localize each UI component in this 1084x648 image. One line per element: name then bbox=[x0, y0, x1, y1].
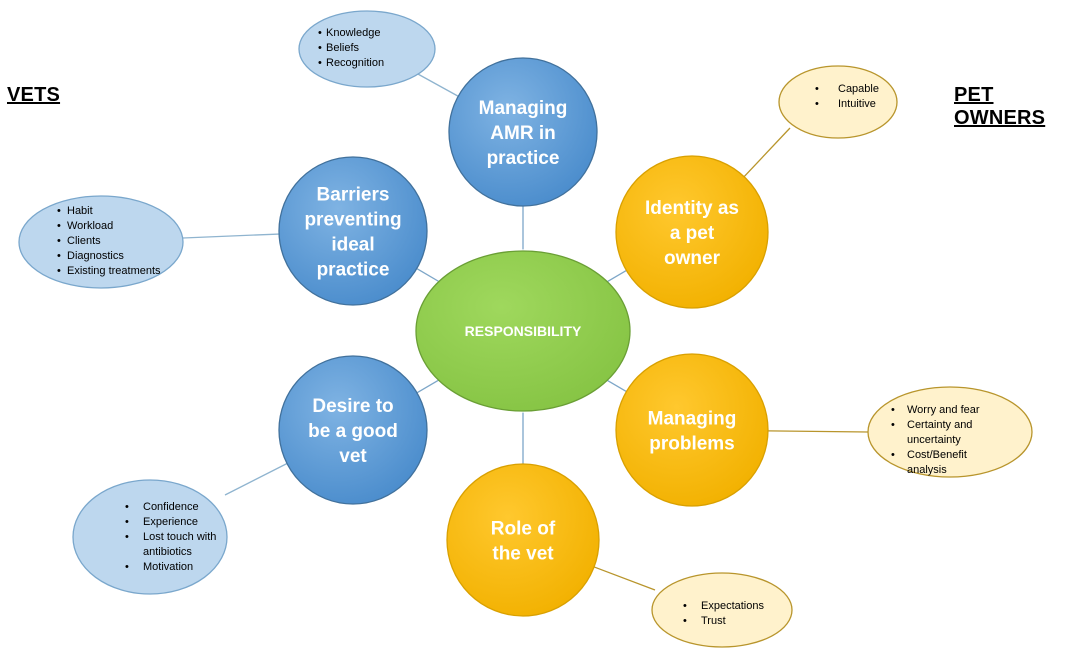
theme-title-line: owner bbox=[664, 248, 721, 269]
subtheme-item: Existing treatments bbox=[67, 265, 161, 277]
theme-title-line: problems bbox=[649, 434, 735, 455]
subtheme-item: Workload bbox=[67, 220, 113, 232]
bullet-dot: • bbox=[318, 57, 322, 69]
theme-title-line: Role of bbox=[491, 519, 556, 540]
subtheme-bubble-role-of-vet: • Expectations • Trust bbox=[651, 572, 793, 648]
bullet-dot: • bbox=[125, 501, 129, 513]
center-node: RESPONSIBILITY bbox=[415, 250, 631, 412]
bullet-dot: • bbox=[815, 98, 819, 110]
bubble-connector-role-of-vet bbox=[593, 566, 656, 591]
theme-title-line: ideal bbox=[331, 235, 374, 256]
bullet-dot: • bbox=[57, 250, 61, 262]
subtheme-item: Knowledge bbox=[326, 27, 380, 39]
bubble-connector-managing-problems bbox=[767, 430, 869, 433]
subtheme-bubble-desire-good-vet: • Confidence • Experience • Lost touch with an… bbox=[72, 479, 228, 595]
theme-title-line: Desire to bbox=[312, 396, 393, 417]
theme-title-line: Barriers bbox=[317, 185, 390, 206]
bullet-dot: • bbox=[683, 615, 687, 627]
theme-title-line: Identity as bbox=[645, 198, 739, 219]
bullet-dot: • bbox=[318, 42, 322, 54]
theme-title-line: practice bbox=[487, 148, 560, 169]
subtheme-item: Experience bbox=[143, 516, 198, 528]
bubble-connector-barriers bbox=[182, 233, 280, 239]
subtheme-item: Confidence bbox=[143, 501, 199, 513]
theme-title-line: vet bbox=[339, 446, 367, 467]
bullet-dot: • bbox=[57, 235, 61, 247]
bullet-dot: • bbox=[125, 516, 129, 528]
center-title: RESPONSIBILITY bbox=[465, 323, 582, 339]
bullet-dot: • bbox=[891, 419, 895, 431]
subtheme-bubble-managing-problems: • Worry and fear • Certainty and uncertainty… bbox=[867, 386, 1033, 478]
vets-heading: VETS bbox=[7, 84, 61, 106]
theme-desire-good-vet: Desire to be a good vet bbox=[278, 355, 428, 505]
bullet-dot: • bbox=[683, 600, 687, 612]
subtheme-item: Habit bbox=[67, 205, 93, 217]
subtheme-item: Worry and fear bbox=[907, 404, 980, 416]
theme-title-line: be a good bbox=[308, 421, 398, 442]
bullet-dot: • bbox=[125, 561, 129, 573]
theme-barriers: Barriers preventing ideal practice bbox=[278, 156, 428, 306]
pet-owners-heading: PET OWNERS bbox=[954, 84, 1046, 129]
theme-title-line: the vet bbox=[492, 544, 554, 565]
subtheme-item: Expectations bbox=[701, 600, 764, 612]
subtheme-item: Recognition bbox=[326, 57, 384, 69]
subtheme-bubble-identity-pet-owner: • Capable • Intuitive bbox=[778, 65, 898, 139]
subtheme-item: Cost/Benefit bbox=[907, 449, 967, 461]
subtheme-item: Certainty and bbox=[907, 419, 972, 431]
subtheme-item: Clients bbox=[67, 235, 101, 247]
subtheme-bubble-managing-amr: • Knowledge • Beliefs • Recognition bbox=[298, 10, 436, 88]
bubble-connector-identity-pet-owner bbox=[743, 127, 791, 178]
subtheme-bubble-barriers: • Habit • Workload • Clients • Diagnostics • Exis… bbox=[18, 195, 184, 289]
subtheme-item: Intuitive bbox=[838, 98, 876, 110]
bullet-dot: • bbox=[318, 27, 322, 39]
subtheme-item: uncertainty bbox=[907, 434, 961, 446]
bullet-dot: • bbox=[815, 83, 819, 95]
subtheme-item: Capable bbox=[838, 83, 879, 95]
subtheme-item: Diagnostics bbox=[67, 250, 124, 262]
subtheme-item: Beliefs bbox=[326, 42, 360, 54]
bullet-dot: • bbox=[57, 205, 61, 217]
bullet-dot: • bbox=[891, 449, 895, 461]
theme-title-line: Managing bbox=[479, 98, 568, 119]
subtheme-item: Lost touch with bbox=[143, 531, 216, 543]
theme-title-line: a pet bbox=[670, 223, 715, 244]
bullet-dot: • bbox=[125, 531, 129, 543]
subtheme-item: Motivation bbox=[143, 561, 193, 573]
bullet-dot: • bbox=[891, 404, 895, 416]
theme-title-line: practice bbox=[317, 260, 390, 281]
subtheme-item: Trust bbox=[701, 615, 726, 627]
theme-managing-problems: Managing problems bbox=[615, 353, 769, 507]
theme-title-line: preventing bbox=[304, 210, 401, 231]
subtheme-item: antibiotics bbox=[143, 546, 192, 558]
theme-title-line: Managing bbox=[648, 409, 737, 430]
theme-title-line: AMR in bbox=[490, 123, 555, 144]
bullet-dot: • bbox=[57, 220, 61, 232]
subtheme-item: analysis bbox=[907, 464, 947, 476]
bullet-dot: • bbox=[57, 265, 61, 277]
bubble-connector-desire-good-vet bbox=[224, 462, 288, 496]
theme-role-of-vet: Role of the vet bbox=[446, 463, 600, 617]
theme-identity-pet-owner: Identity as a pet owner bbox=[615, 155, 769, 309]
